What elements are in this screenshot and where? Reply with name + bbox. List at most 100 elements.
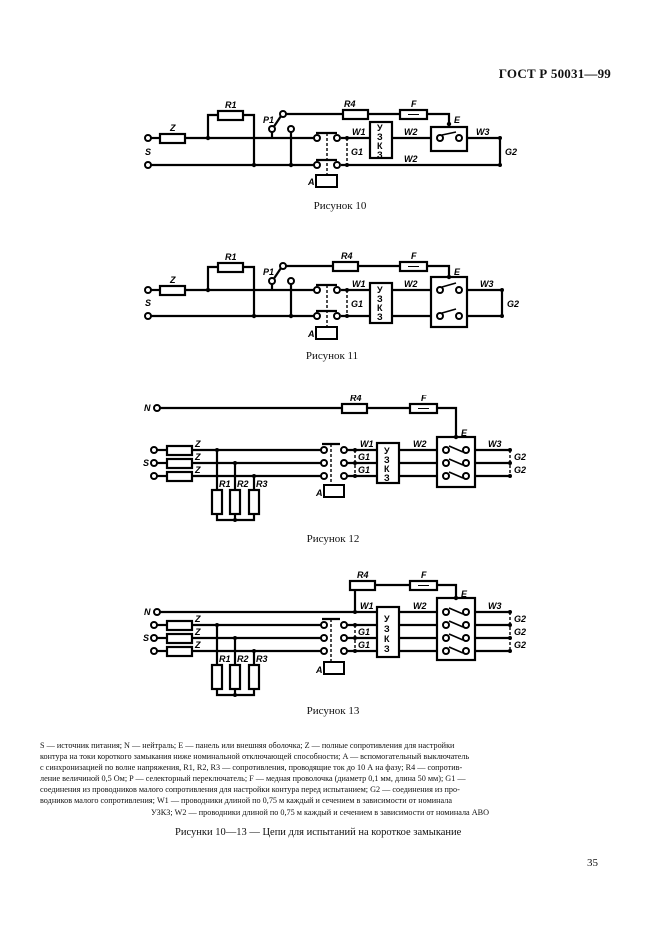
svg-text:G2: G2 (505, 147, 517, 157)
svg-text:Z: Z (169, 275, 176, 285)
legend-line: S — источник питания; N — нейтраль; E — … (40, 741, 455, 750)
svg-text:R4: R4 (357, 570, 369, 580)
svg-text:Z: Z (194, 614, 201, 624)
svg-text:Z: Z (194, 627, 201, 637)
svg-text:G1: G1 (351, 147, 363, 157)
svg-text:З: З (384, 473, 390, 483)
svg-text:A: A (315, 488, 323, 498)
svg-text:G1: G1 (351, 299, 363, 309)
svg-text:R3: R3 (256, 654, 268, 664)
svg-text:S: S (145, 298, 151, 308)
svg-text:P1: P1 (263, 115, 274, 125)
svg-text:R1: R1 (225, 100, 237, 110)
legend-line: УЗКЗ; W2 — проводники длиной по 0,75 м к… (150, 807, 490, 817)
svg-text:F: F (421, 395, 427, 403)
svg-text:К: К (384, 464, 390, 474)
svg-text:R1: R1 (219, 479, 231, 489)
figure-12-caption: Рисунок 12 (306, 533, 360, 545)
svg-text:A: A (307, 177, 315, 187)
svg-text:W3: W3 (480, 279, 494, 289)
svg-text:W2: W2 (404, 127, 418, 137)
figure-11-caption: Рисунок 11 (305, 350, 359, 362)
svg-text:З: З (377, 294, 383, 304)
svg-text:E: E (454, 267, 461, 277)
svg-text:W1: W1 (352, 127, 366, 137)
legend-line: контура на токи короткого замыкания ниже… (40, 752, 470, 762)
standard-code: ГОСТ Р 50031—99 (498, 66, 611, 81)
svg-text:Z: Z (194, 465, 201, 475)
svg-text:G2: G2 (514, 627, 526, 637)
summary-caption: Рисунки 10—13 — Цепи для испытаний на ко… (175, 827, 462, 838)
svg-text:W2: W2 (404, 154, 418, 164)
svg-text:A: A (307, 329, 315, 339)
svg-text:У: У (384, 446, 390, 456)
svg-text:R1: R1 (219, 654, 231, 664)
svg-text:W2: W2 (413, 439, 427, 449)
svg-text:Z: Z (194, 452, 201, 462)
page-number: 35 (587, 857, 598, 869)
svg-text:W2: W2 (404, 279, 418, 289)
figure-12-diagram: N S Z Z Z R1 R2 R3 R4 F E W1 W2 W3 G1 G1… (143, 395, 526, 522)
svg-text:S: S (145, 147, 151, 157)
figure-13-caption: Рисунок 13 (306, 705, 360, 717)
svg-text:З: З (377, 150, 383, 160)
svg-text:W3: W3 (488, 601, 502, 611)
svg-text:F: F (411, 99, 417, 109)
svg-text:E: E (454, 115, 461, 125)
figure-10-diagram: Z R1 R4 F P1 E S W1 W2 W2 W3 G1 G2 A У З… (144, 99, 517, 188)
legend-line: ление величиной 0,5 Ом; P — селекторный … (40, 774, 466, 784)
svg-text:A: A (315, 665, 323, 675)
svg-text:G1: G1 (358, 465, 370, 475)
figure-13-diagram: N S Z Z Z R1 R2 R3 R4 F E W1 W2 W3 G1 G1… (143, 570, 526, 697)
svg-text:G2: G2 (514, 640, 526, 650)
svg-text:E: E (461, 589, 468, 599)
svg-text:W2: W2 (413, 601, 427, 611)
svg-text:G1: G1 (358, 627, 370, 637)
svg-text:У: У (377, 285, 383, 295)
svg-text:Z: Z (169, 123, 176, 133)
svg-text:S: S (143, 458, 149, 468)
svg-text:У: У (377, 123, 383, 133)
legend-text: S — источник питания; N — нейтраль; E — … (40, 740, 600, 818)
svg-text:З: З (384, 624, 390, 634)
svg-text:Z: Z (194, 439, 201, 449)
svg-text:S: S (143, 633, 149, 643)
svg-text:З: З (377, 132, 383, 142)
svg-text:З: З (377, 312, 383, 322)
svg-text:G2: G2 (514, 614, 526, 624)
svg-text:R1: R1 (225, 252, 237, 262)
svg-text:З: З (384, 455, 390, 465)
svg-text:N: N (144, 403, 151, 413)
figure-11-diagram: Z R1 R4 F P1 E S W1 W2 W3 G1 G2 A У З К … (144, 251, 519, 340)
svg-text:P1: P1 (263, 267, 274, 277)
svg-text:N: N (144, 607, 151, 617)
legend-line: с синхронизацией по волне напряжения, R1… (40, 763, 463, 773)
svg-text:R2: R2 (237, 654, 249, 664)
svg-text:W1: W1 (352, 279, 366, 289)
svg-text:Z: Z (194, 640, 201, 650)
svg-text:G1: G1 (358, 640, 370, 650)
svg-text:R2: R2 (237, 479, 249, 489)
svg-text:У: У (384, 614, 390, 624)
svg-text:G2: G2 (507, 299, 519, 309)
svg-text:G2: G2 (514, 465, 526, 475)
svg-text:G1: G1 (358, 452, 370, 462)
svg-text:К: К (377, 141, 383, 151)
figure-10-caption: Рисунок 10 (313, 200, 367, 212)
svg-text:G2: G2 (514, 452, 526, 462)
svg-text:R4: R4 (341, 251, 353, 261)
legend-line: соединения из проводников малого сопроти… (40, 785, 460, 795)
svg-text:W1: W1 (360, 601, 374, 611)
svg-text:W1: W1 (360, 439, 374, 449)
svg-text:К: К (384, 634, 390, 644)
svg-text:W3: W3 (488, 439, 502, 449)
legend-line: водников малого сопротивления; W1 — пров… (40, 796, 452, 806)
svg-text:R4: R4 (344, 99, 356, 109)
svg-text:E: E (461, 428, 468, 438)
svg-text:W3: W3 (476, 127, 490, 137)
svg-text:R4: R4 (350, 395, 362, 403)
svg-text:R3: R3 (256, 479, 268, 489)
svg-text:З: З (384, 644, 390, 654)
svg-text:F: F (421, 570, 427, 580)
svg-text:К: К (377, 303, 383, 313)
